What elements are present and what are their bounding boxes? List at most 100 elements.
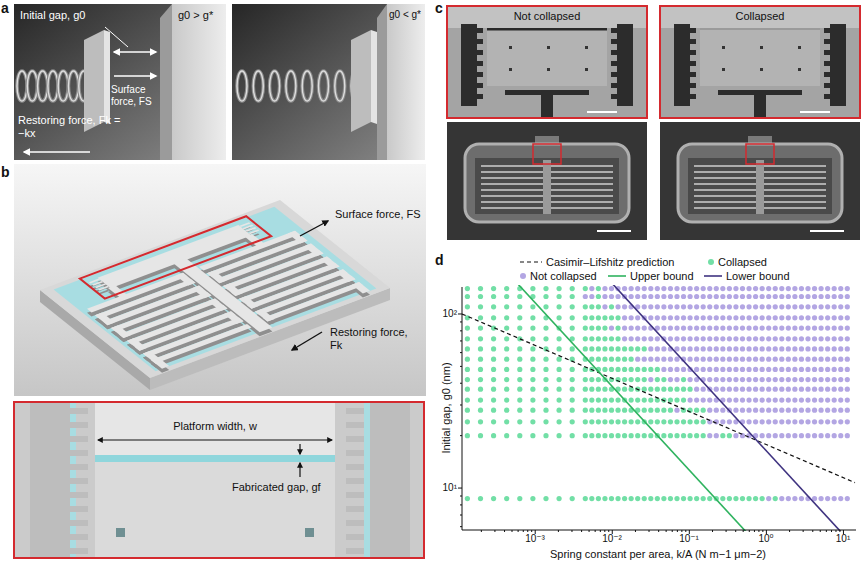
data-point [642,496,647,501]
data-point [543,496,548,501]
data-point [583,286,588,291]
data-point [602,387,607,392]
data-point [504,408,509,413]
comb-tooth [346,464,364,470]
data-point [786,336,791,341]
data-point [746,387,751,392]
data-point [478,357,483,362]
etch-hole [305,528,314,537]
comb-column [830,24,846,106]
data-point [773,367,778,372]
data-point [609,357,614,362]
trench-layer [54,207,377,371]
data-point [655,357,660,362]
data-point [818,433,823,438]
spring-line [551,183,613,184]
data-point [760,419,765,424]
comb-tooth [477,50,483,55]
data-point [701,304,706,309]
data-point [602,433,607,438]
data-point [818,496,823,501]
force-label: Surface force, FS [335,208,421,221]
data-point [583,377,588,382]
data-point [570,286,575,291]
spring-line [481,195,543,196]
data-point [694,325,699,330]
spring-line [481,183,543,184]
sem-background [447,6,647,118]
data-point [714,387,719,392]
data-point [530,419,535,424]
data-point [642,286,647,291]
data-point [596,398,601,403]
data-point [701,286,706,291]
data-point [779,408,784,413]
data-point [609,398,614,403]
data-point [838,286,843,291]
data-point [622,419,627,424]
data-point [766,433,771,438]
data-point [720,408,725,413]
data-point [543,367,548,372]
etch-hole [509,68,512,71]
spring-beam [111,325,131,338]
data-point [786,315,791,320]
comb-tooth [824,83,830,88]
stem [756,160,764,214]
data-point [766,304,771,309]
data-point [681,346,686,351]
data-point [556,377,561,382]
data-point [714,336,719,341]
data-point [740,325,745,330]
zoom-box [80,216,271,298]
data-point [648,408,653,413]
data-point [805,367,810,372]
data-point [799,398,804,403]
comb-tooth [824,50,830,55]
data-point [760,325,765,330]
comb-tooth [824,39,830,44]
data-point [740,304,745,309]
data-point [583,387,588,392]
gap-line [487,28,607,31]
legend-sample-line [608,275,626,277]
data-point [491,377,496,382]
spring-line [481,165,543,166]
data-point [714,433,719,438]
data-point [825,377,830,382]
comb-column [461,24,477,106]
data-point [491,398,496,403]
data-point [635,377,640,382]
force-label: Restoring force, Fk [330,326,422,351]
data-point [648,315,653,320]
data-point [687,398,692,403]
condition-label: g0 < g* [389,9,421,21]
data-point [727,336,732,341]
data-point [648,304,653,309]
data-point [517,496,522,501]
data-point [668,357,673,362]
data-point [714,357,719,362]
x-tick [604,530,605,532]
data-point [687,294,692,299]
data-point [478,315,483,320]
x-tick [754,530,755,532]
sem-image [660,6,860,118]
data-point [760,286,765,291]
data-point [681,325,686,330]
data-point [478,336,483,341]
data-point [530,387,535,392]
data-point [517,387,522,392]
device-cavity [688,158,832,214]
data-point [668,433,673,438]
data-point [792,315,797,320]
data-point [799,357,804,362]
data-point [465,286,470,291]
data-point [661,408,666,413]
data-point [799,408,804,413]
data-point [615,398,620,403]
data-point [779,286,784,291]
data-point [655,419,660,424]
data-point [504,294,509,299]
spring-line [764,165,826,166]
